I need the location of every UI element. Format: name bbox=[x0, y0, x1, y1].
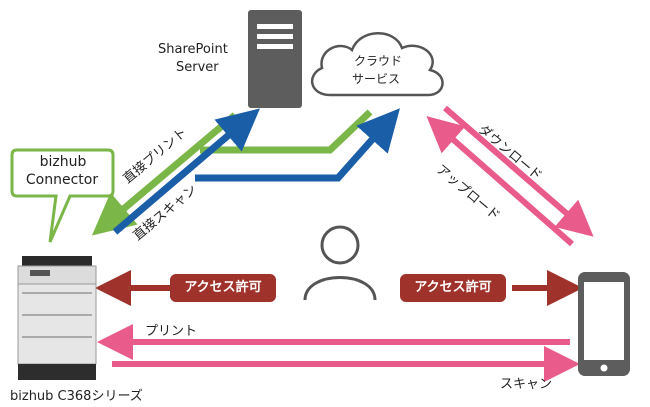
smartphone-icon bbox=[578, 272, 630, 376]
connector-label-line1: bizhub bbox=[39, 154, 87, 170]
direct-scan-arrow bbox=[112, 108, 260, 235]
print-label: プリント bbox=[145, 324, 198, 339]
server-icon bbox=[248, 10, 302, 108]
connector-label-line2: Connector bbox=[25, 172, 99, 188]
cloud-icon bbox=[310, 32, 444, 97]
server-label-line1: SharePoint bbox=[158, 42, 228, 57]
direct-scan-path bbox=[195, 108, 400, 182]
user-icon bbox=[303, 225, 377, 301]
mfp-model-label: bizhub C368シリーズ bbox=[10, 389, 143, 404]
cloud-label-line2: サービス bbox=[352, 72, 401, 86]
connector-callout-shape bbox=[10, 148, 115, 243]
cloud-label-line1: クラウド bbox=[354, 54, 403, 68]
download-arrow bbox=[443, 105, 594, 237]
mfp-printer-icon bbox=[17, 256, 97, 380]
direct-print-path bbox=[200, 109, 373, 154]
access-left-badge: アクセス許可 bbox=[170, 274, 276, 302]
server-label-line2: Server bbox=[176, 60, 219, 75]
scan-label: スキャン bbox=[500, 377, 553, 392]
direct-print-arrow bbox=[91, 112, 238, 236]
access-right-badge: アクセス許可 bbox=[400, 274, 506, 302]
upload-arrow bbox=[426, 116, 574, 247]
